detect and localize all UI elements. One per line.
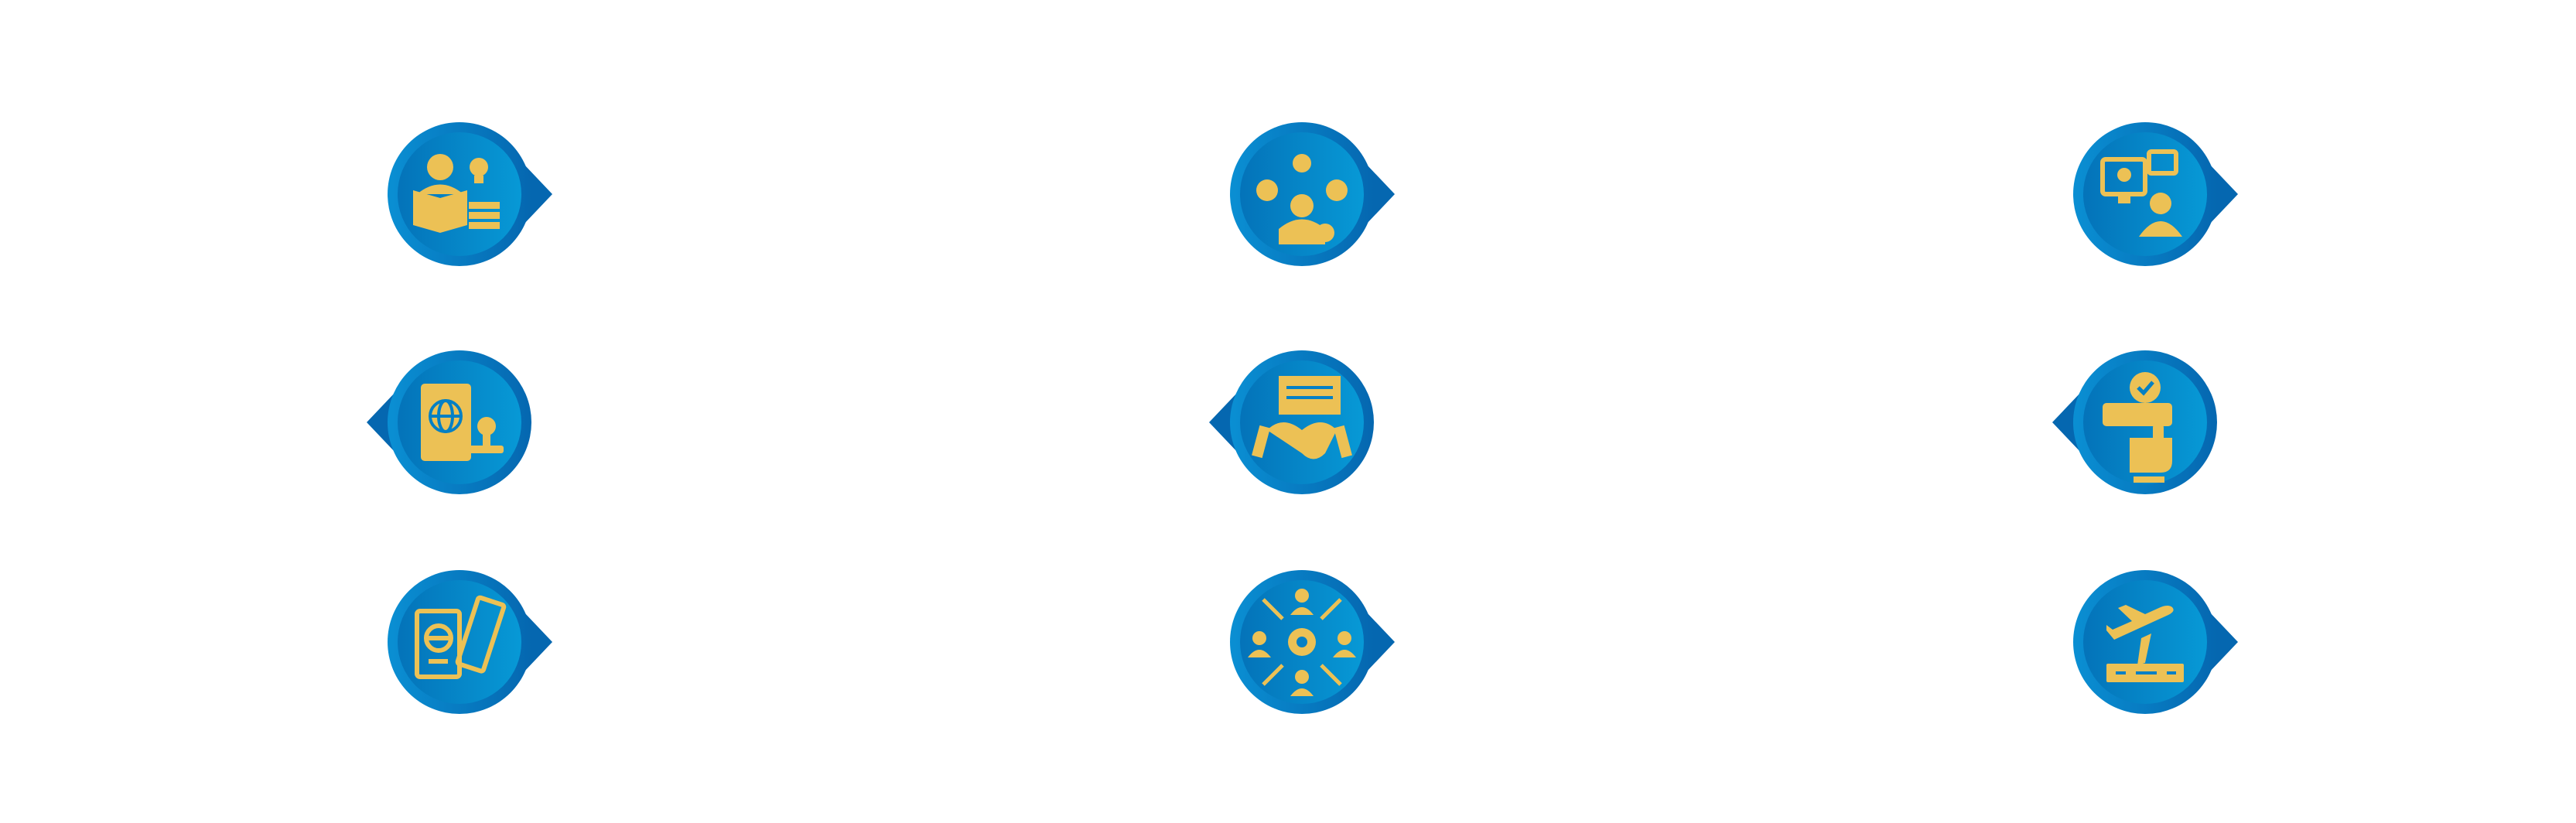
agreement-handshake-badge <box>1201 337 1402 507</box>
online-consultation-icon <box>2100 149 2182 237</box>
airplane-takeoff-icon <box>2106 605 2184 682</box>
passport-stamp-badge <box>359 337 560 507</box>
badge-graphic <box>2073 122 2238 266</box>
badge-graphic <box>1230 570 1395 714</box>
badge-graphic <box>2073 570 2238 714</box>
touch-approval-icon <box>2103 372 2172 483</box>
network-collaboration-icon <box>1248 589 1356 696</box>
pointer-tab <box>1209 391 1238 453</box>
passport-stamp-icon <box>421 384 504 461</box>
touch-approval-badge <box>2045 337 2246 507</box>
badge-graphic <box>388 122 552 266</box>
passport-ticket-badge <box>359 557 560 727</box>
pointer-tab <box>2052 391 2082 453</box>
student-reading-idea-icon <box>413 154 500 233</box>
badge-graphic <box>1230 122 1395 266</box>
passport-ticket-icon <box>415 595 507 679</box>
pointer-tab <box>1365 163 1395 225</box>
student-reading-idea-badge <box>359 109 560 279</box>
online-consultation-badge <box>2045 109 2246 279</box>
airplane-takeoff-badge <box>2045 557 2246 727</box>
agreement-handshake-icon <box>1252 376 1352 459</box>
network-collaboration-badge <box>1201 557 1402 727</box>
badge-graphic <box>1209 350 1374 494</box>
pointer-tab <box>367 391 396 453</box>
badge-graphic <box>2052 350 2217 494</box>
badge-graphic <box>367 350 531 494</box>
pointer-tab <box>1365 611 1395 673</box>
badge-graphic <box>388 570 552 714</box>
pointer-tab <box>2209 163 2238 225</box>
person-skills-gears-icon <box>1256 154 1348 244</box>
pointer-tab <box>2209 611 2238 673</box>
person-skills-gears-badge <box>1201 109 1402 279</box>
pointer-tab <box>523 611 552 673</box>
pointer-tab <box>523 163 552 225</box>
